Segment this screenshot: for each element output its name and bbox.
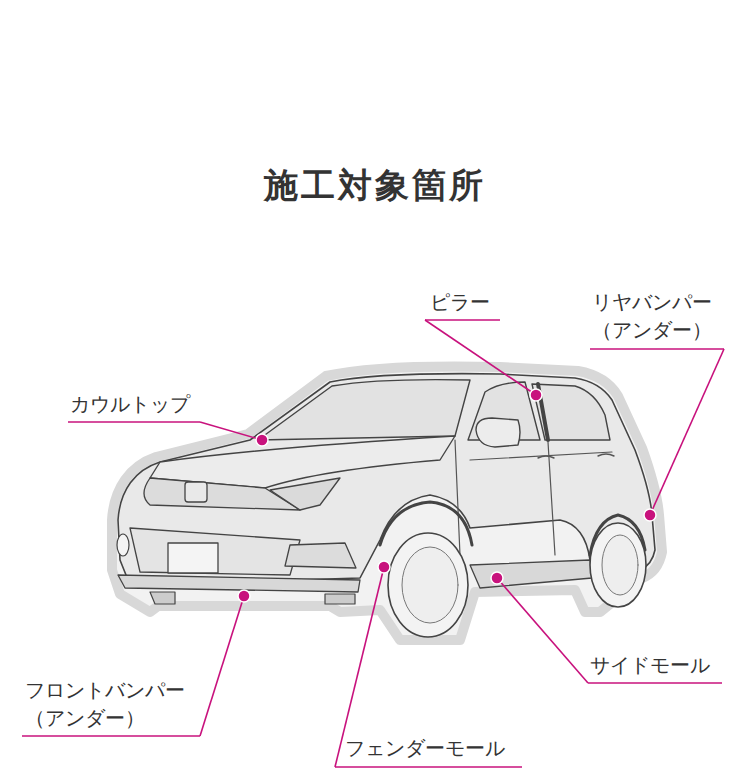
label-underline <box>68 421 200 423</box>
part-label: フロントバンパー （アンダー） <box>25 678 185 730</box>
car-body <box>112 366 662 640</box>
part-label: カウルトップ <box>70 392 190 416</box>
part-label-box: カウルトップ <box>70 390 220 418</box>
callout-dot <box>238 590 250 602</box>
callout-dot <box>644 509 656 521</box>
callout-dot <box>256 434 268 446</box>
part-label-box: ピラー <box>430 288 550 316</box>
title-box: 施工対象箇所 <box>0 163 750 209</box>
callout-dot <box>530 389 542 401</box>
part-label: リヤバンパー （アンダー） <box>592 290 712 342</box>
label-underline <box>22 735 200 737</box>
label-underline <box>590 348 724 350</box>
label-underline <box>335 766 522 768</box>
callout-dot <box>491 572 503 584</box>
part-label: フェンダーモール <box>345 736 505 760</box>
callout-lines <box>22 320 724 767</box>
part-label-box: フロントバンパー （アンダー） <box>25 676 200 732</box>
label-underline <box>588 682 722 684</box>
part-label: サイドモール <box>590 653 710 677</box>
title: 施工対象箇所 <box>264 165 486 205</box>
part-label: ピラー <box>430 290 490 314</box>
leader-line <box>200 422 262 440</box>
leader-line <box>497 578 588 683</box>
leader-line <box>200 596 244 736</box>
callout-dot <box>378 561 390 573</box>
leader-line <box>425 320 536 395</box>
part-label-box: サイドモール <box>590 651 740 679</box>
part-label-box: フェンダーモール <box>345 734 545 762</box>
label-underline <box>425 319 500 321</box>
leader-line <box>650 349 724 515</box>
part-label-box: リヤバンパー （アンダー） <box>592 288 724 344</box>
callout-dots <box>238 389 656 602</box>
